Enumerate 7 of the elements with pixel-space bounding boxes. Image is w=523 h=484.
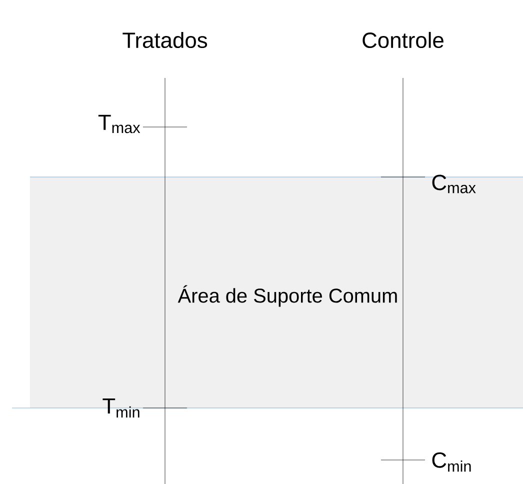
area-label: Área de Suporte Comum <box>178 285 397 307</box>
bound-label: C$_{min}$ <box>432 452 471 472</box>
bound-label: T$_{min}$ <box>102 398 140 418</box>
bound-label: T$_{max}$ <box>98 114 140 134</box>
column-heading: Tratados <box>122 32 208 48</box>
bound-label: C$_{max}$ <box>432 174 476 194</box>
column-heading: Controle <box>362 32 444 48</box>
